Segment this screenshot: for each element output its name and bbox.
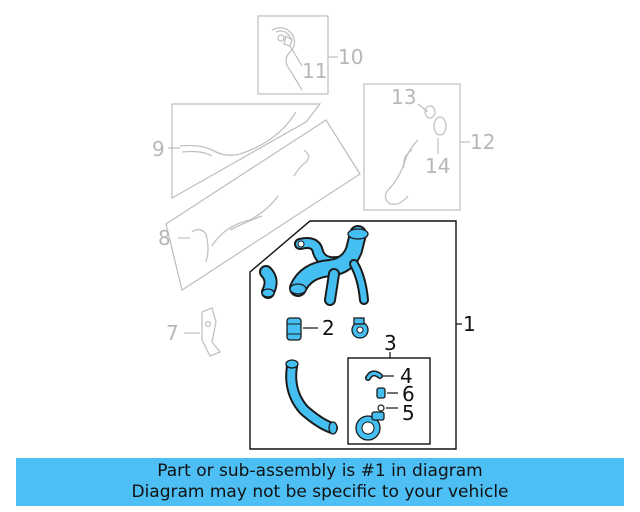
callout-7: 7 (166, 321, 179, 345)
connector-part-2[interactable] (286, 317, 318, 341)
small-hose-part-4[interactable] (365, 370, 394, 381)
part-group-10 (257, 15, 338, 95)
part-group-12 (363, 83, 470, 211)
callout-3: 3 (384, 331, 397, 355)
callout-2: 2 (322, 316, 335, 340)
parts-diagram: 10 11 13 14 12 9 8 7 1 (152, 15, 495, 450)
callout-4: 4 (400, 364, 413, 388)
callout-8: 8 (158, 226, 171, 250)
callout-5: 5 (402, 401, 415, 425)
callout-12: 12 (470, 130, 495, 154)
banner-line-2: Diagram may not be specific to your vehi… (131, 482, 509, 502)
callout-9: 9 (152, 137, 165, 161)
part-group-7 (184, 307, 222, 357)
callout-13: 13 (391, 85, 416, 109)
upper-hose-manifold[interactable] (289, 225, 369, 306)
housing-part[interactable] (351, 317, 369, 339)
lower-long-hose[interactable] (285, 359, 338, 435)
callout-6: 6 (402, 382, 415, 406)
part-group-9 (168, 103, 322, 200)
banner-line-1: Part or sub-assembly is #1 in diagram (157, 461, 483, 481)
small-curved-hose[interactable] (259, 265, 278, 299)
callout-1: 1 (463, 312, 476, 336)
callout-11: 11 (302, 59, 327, 83)
callout-10: 10 (338, 45, 363, 69)
seal-part-5[interactable] (377, 404, 398, 412)
part-group-8 (165, 119, 361, 291)
fitting-part-6[interactable] (376, 387, 398, 399)
callout-14: 14 (425, 154, 450, 178)
outlet-housing[interactable] (355, 411, 385, 441)
fitment-notice-banner: Part or sub-assembly is #1 in diagram Di… (16, 458, 624, 506)
